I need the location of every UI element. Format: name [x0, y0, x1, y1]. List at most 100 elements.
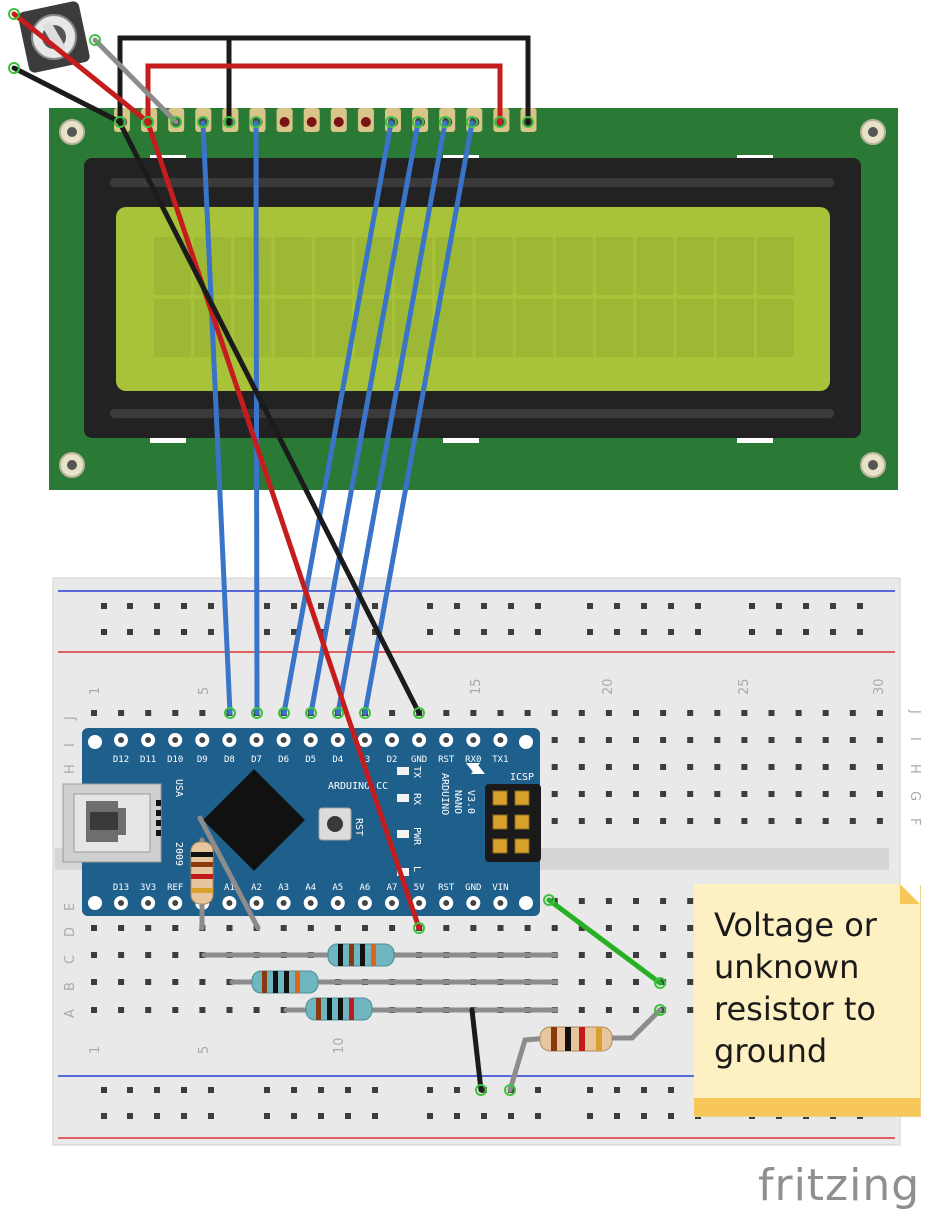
wire-endpoint: [475, 1084, 487, 1096]
breadboard-hole: [741, 764, 748, 770]
rail-hole: [830, 1113, 836, 1119]
row-letter-b-left: B: [63, 982, 78, 991]
nano-pin-hole: [172, 737, 179, 743]
breadboard-hole: [91, 710, 97, 716]
rail-hole: [803, 629, 809, 635]
rail-hole: [181, 629, 187, 635]
breadboard-hole: [849, 764, 856, 770]
breadboard-hole: [605, 737, 612, 743]
nano-pin-hole: [199, 737, 206, 743]
breadboard-hole: [578, 898, 585, 904]
wire-black-ground: [469, 1007, 484, 1093]
row-letter-a-left: A: [63, 1009, 78, 1018]
wire-endpoint: [224, 707, 236, 719]
column-number-1-bottom: 1: [88, 1046, 103, 1054]
usb-connector-icon: [62, 783, 162, 863]
rail-hole: [208, 1113, 214, 1119]
breadboard-hole: [795, 737, 802, 743]
breadboard-hole: [226, 925, 233, 931]
rail-hole: [318, 1113, 324, 1119]
rail-hole: [345, 629, 351, 635]
wire-endpoint: [89, 34, 101, 46]
lcd-cell: [515, 299, 553, 357]
nano-pin-label-top: D5: [305, 755, 316, 765]
breadboard-hole: [145, 1007, 152, 1013]
row-letter-c-left: C: [63, 955, 78, 964]
rail-hole: [208, 629, 214, 635]
rail-hole: [614, 629, 620, 635]
rail-hole: [695, 1113, 701, 1119]
nano-pin-hole: [307, 900, 314, 906]
lcd-pin-hole: [360, 117, 371, 127]
wire-black-top: [117, 35, 531, 126]
lcd-cell: [757, 237, 794, 295]
nano-pin-hole: [145, 900, 152, 906]
rail-hole: [481, 629, 487, 635]
breadboard-hole: [633, 952, 639, 958]
rail-hole: [427, 603, 433, 609]
rail-hole: [181, 603, 187, 609]
breadboard-hole: [145, 710, 152, 716]
row-letter-j-left: J: [63, 716, 78, 721]
nano-pin-hole: [172, 900, 179, 906]
nano-pin-label-bottom: A2: [251, 883, 262, 893]
rail-hole: [481, 1087, 487, 1093]
nano-pin-label-bottom: A3: [278, 883, 289, 893]
nano-pin-hole: [253, 900, 260, 906]
lcd-cell: [274, 299, 312, 357]
breadboard-hole: [118, 710, 125, 716]
nano-pin-label-bottom: RST: [438, 883, 455, 893]
lcd-cell: [154, 299, 191, 357]
breadboard-hole: [578, 791, 585, 797]
breadboard-hole: [118, 952, 125, 958]
nano-pin-hole: [416, 737, 423, 743]
breadboard-hole: [876, 764, 883, 770]
breadboard-hole: [605, 1007, 612, 1013]
nano-led-l: L: [411, 866, 422, 872]
wire-endpoint: [251, 707, 263, 719]
rail-hole: [127, 629, 133, 635]
rail-hole: [264, 1087, 270, 1093]
rail-hole: [668, 1087, 674, 1093]
rail-hole: [535, 1087, 541, 1093]
breadboard-hole: [605, 898, 612, 904]
breadboard-hole: [687, 925, 694, 931]
rail-hole: [154, 603, 160, 609]
breadboard-hole: [849, 818, 856, 824]
wire-endpoint: [413, 707, 425, 719]
rail-hole: [641, 1087, 647, 1093]
breadboard-hole: [145, 952, 152, 958]
note-line-1: Voltage or: [714, 906, 877, 944]
lcd-cell: [274, 237, 312, 295]
lcd-cell: [676, 237, 714, 295]
breadboard-hole: [389, 710, 396, 716]
lcd-cell: [234, 237, 272, 295]
rail-hole: [614, 1087, 620, 1093]
lcd-pin-hole: [306, 117, 317, 127]
nano-pin-label-top: D11: [140, 755, 156, 765]
triangle-marker-icon: [471, 765, 485, 774]
lcd-cell: [556, 237, 593, 295]
breadboard-hole: [795, 818, 802, 824]
nano-pin-label-top: D2: [387, 755, 398, 765]
wire-endpoint: [114, 116, 126, 128]
nano-pin-label-top: RX0: [465, 755, 481, 765]
fritzing-logo: fritzing: [758, 1160, 921, 1211]
row-letter-i-left: I: [63, 743, 78, 747]
row-letter-j-right: J: [907, 709, 922, 714]
breadboard-hole: [849, 710, 856, 716]
rail-hole: [614, 603, 620, 609]
column-number-5-bottom: 5: [197, 1046, 212, 1054]
rail-hole: [181, 1113, 187, 1119]
wire-endpoint: [654, 977, 666, 989]
breadboard-hole: [714, 818, 721, 824]
rail-hole: [291, 1087, 297, 1093]
rail-hole: [857, 603, 863, 609]
nano-text-year: 2009: [173, 842, 184, 866]
rail-hole: [454, 1087, 460, 1093]
nano-pin-hole: [280, 737, 287, 743]
breadboard-hole: [795, 710, 802, 716]
rail-hole: [427, 1113, 433, 1119]
rail-hole: [803, 603, 809, 609]
